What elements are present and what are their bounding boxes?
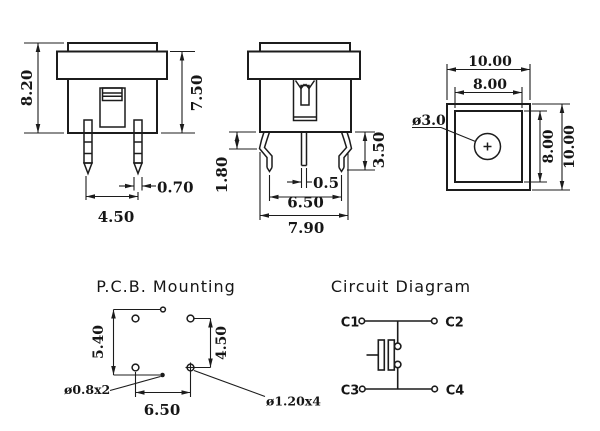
pcb-locating-hole-bottom — [160, 372, 165, 378]
terminal-c2 — [430, 317, 438, 325]
pcb-small-hole-callout: ø0.8x2 — [64, 375, 161, 397]
front-cap-top — [67, 42, 158, 53]
side-dim-leg-bend: 1.80 — [213, 131, 257, 194]
pcb-pin-hole — [131, 363, 140, 372]
front-dim-pin-width: 0.70 — [119, 177, 194, 197]
side-dim-pin-width-label: 0.5 — [313, 174, 339, 192]
terminal-label-c4: C4 — [446, 384, 465, 399]
terminal-label-c2: C2 — [445, 316, 464, 331]
switch-contact-bottom — [393, 360, 402, 369]
pcb-pin-hole — [131, 314, 140, 323]
side-barb-right — [304, 80, 316, 90]
terminal-c3 — [358, 385, 366, 393]
top-view: 10.00 8.00 ø3.0 8.00 10.00 — [412, 54, 578, 191]
front-latch-tab — [101, 87, 123, 102]
terminal-c4 — [431, 385, 439, 393]
pcb-small-hole-label: ø0.8x2 — [64, 382, 110, 397]
top-dim-outer-height-label: 10.00 — [562, 125, 578, 169]
side-leg-left — [258, 131, 273, 173]
side-dim-leg-spacing: 6.50 — [268, 175, 343, 212]
front-dim-body-height: 7.50 — [161, 50, 206, 134]
circuit-diagram: Circuit Diagram C1 C2 C3 C4 — [331, 277, 471, 399]
side-plunger-stem — [300, 84, 310, 106]
top-dim-outer-width: 10.00 — [446, 54, 531, 100]
side-dim-leg-length: 3.50 — [347, 131, 388, 171]
side-cap — [247, 50, 361, 80]
switch-plunger-bar — [377, 339, 386, 371]
side-cap-top — [259, 42, 351, 53]
top-center-mark — [483, 142, 492, 151]
circuit-diagram-title: Circuit Diagram — [331, 277, 471, 296]
side-dim-pin-width: 0.5 — [287, 168, 339, 192]
pcb-mounting-title: P.C.B. Mounting — [96, 277, 236, 296]
top-dim-inner-height: 8.00 — [524, 110, 557, 183]
top-dim-inner-height-label: 8.00 — [541, 129, 557, 163]
side-dim-overall-width-label: 7.90 — [288, 219, 325, 237]
switch-contact-top — [393, 342, 402, 351]
front-body — [67, 78, 158, 134]
side-leg-right — [338, 131, 353, 173]
front-view: 8.20 7.50 0.70 4.50 — [18, 42, 206, 226]
terminal-c1 — [358, 317, 366, 325]
front-dim-pin-width-label: 0.70 — [157, 179, 194, 197]
pcb-large-hole-label: ø1.20x4 — [266, 394, 321, 409]
front-pin-right — [132, 119, 144, 176]
side-dim-overall-width: 7.90 — [259, 152, 349, 237]
pcb-pin-hole-crosshair — [185, 362, 196, 373]
pcb-dim-spacing: 6.50 — [134, 372, 192, 419]
front-pin-left — [82, 119, 94, 176]
top-dim-inner-width: 8.00 — [454, 77, 523, 108]
pcb-locating-hole-top — [159, 306, 167, 313]
terminal-label-c3: C3 — [341, 384, 360, 399]
side-slot — [292, 78, 318, 122]
front-dim-pin-spacing-label: 4.50 — [98, 208, 135, 226]
top-button-diameter-callout: ø3.0 — [412, 113, 476, 143]
front-dim-total-height-label: 8.20 — [18, 70, 36, 107]
side-dim-leg-length-label: 3.50 — [370, 132, 388, 169]
pcb-dim-right-label: 4.50 — [214, 326, 230, 360]
side-dim-leg-spacing-label: 6.50 — [287, 194, 324, 212]
side-barb-left — [294, 80, 306, 90]
side-center-pin — [300, 132, 308, 167]
side-view: 1.80 3.50 0.5 6.50 7.90 — [213, 42, 388, 237]
pcb-dim-left-label: 5.40 — [91, 325, 107, 359]
top-dim-inner-width-label: 8.00 — [473, 77, 507, 93]
switch-plunger-bar — [387, 339, 396, 371]
front-dim-pin-spacing: 4.50 — [85, 176, 139, 226]
front-dim-body-height-label: 7.50 — [188, 75, 206, 112]
pcb-mounting-diagram: P.C.B. Mounting 5.40 4.50 6.50 ø0.8x2 — [64, 277, 321, 419]
terminal-label-c1: C1 — [341, 316, 360, 331]
front-dim-total-height: 8.20 — [18, 42, 64, 134]
top-button-circle — [473, 132, 502, 161]
side-dim-leg-bend-label: 1.80 — [213, 157, 231, 194]
front-cap — [56, 50, 168, 80]
pcb-large-hole-callout: ø1.20x4 — [193, 369, 321, 409]
top-button-diameter-label: ø3.0 — [412, 113, 446, 129]
pcb-dim-spacing-label: 6.50 — [144, 401, 181, 419]
top-dim-outer-height: 10.00 — [532, 103, 578, 191]
pcb-pin-hole — [186, 314, 195, 323]
top-dim-outer-width-label: 10.00 — [468, 54, 512, 70]
